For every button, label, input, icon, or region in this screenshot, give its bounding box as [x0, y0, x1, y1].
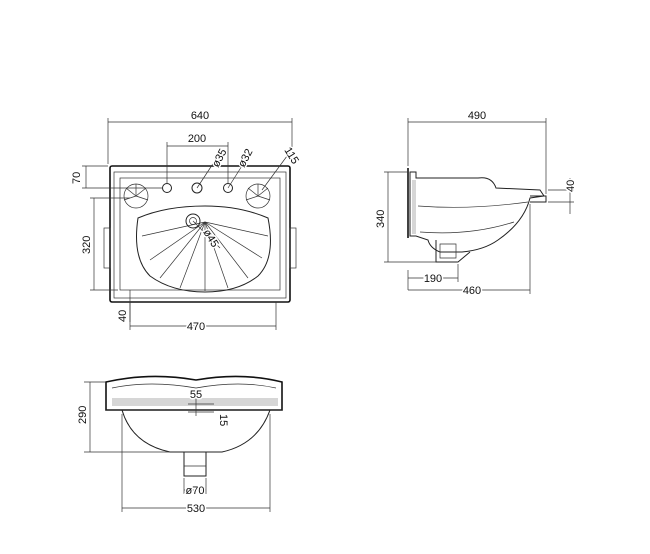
dim-front-offset: 40 — [117, 310, 129, 322]
dim-front-height: 290 — [77, 406, 89, 424]
dim-overall-depth: 490 — [468, 110, 486, 122]
dim-height: 340 — [375, 210, 387, 228]
dim-waste: ø45 — [200, 227, 220, 249]
dim-waste-offset: 15 — [217, 414, 229, 426]
dim-bowl-width: 470 — [187, 321, 205, 333]
front-waste-pipe — [183, 451, 207, 477]
tap-hole-left — [162, 183, 172, 193]
dim-bracket: 190 — [424, 273, 442, 285]
dim-waste-pos: 55 — [190, 389, 202, 401]
plan-view: 640 200 ø35 ø32 115 70 320 ø45 40 470 — [70, 109, 303, 335]
left-scallop-ornament — [123, 183, 149, 209]
dim-outlet: ø70 — [186, 485, 205, 497]
dim-rear-depth: 70 — [71, 172, 83, 184]
dim-overall-width: 640 — [191, 110, 209, 122]
dim-angle: 115 — [281, 145, 300, 166]
side-basin-body — [409, 171, 545, 253]
dim-bowl-depth: 320 — [81, 236, 93, 254]
front-rim — [105, 375, 283, 411]
side-bracket — [435, 240, 471, 263]
dim-tap-spacing: 200 — [188, 133, 206, 145]
tap-hole-centre — [191, 182, 203, 194]
side-view: 490 340 40 190 460 — [374, 109, 579, 299]
dim-base-width: 530 — [187, 503, 205, 515]
right-scallop-ornament — [245, 183, 271, 209]
shell-bowl — [136, 205, 271, 293]
front-view: 290 55 15 ø70 530 — [76, 375, 283, 517]
dim-rim: 40 — [565, 180, 577, 192]
waste-outlet — [185, 213, 201, 229]
dim-projection: 460 — [463, 285, 481, 297]
front-bowl — [121, 409, 271, 453]
